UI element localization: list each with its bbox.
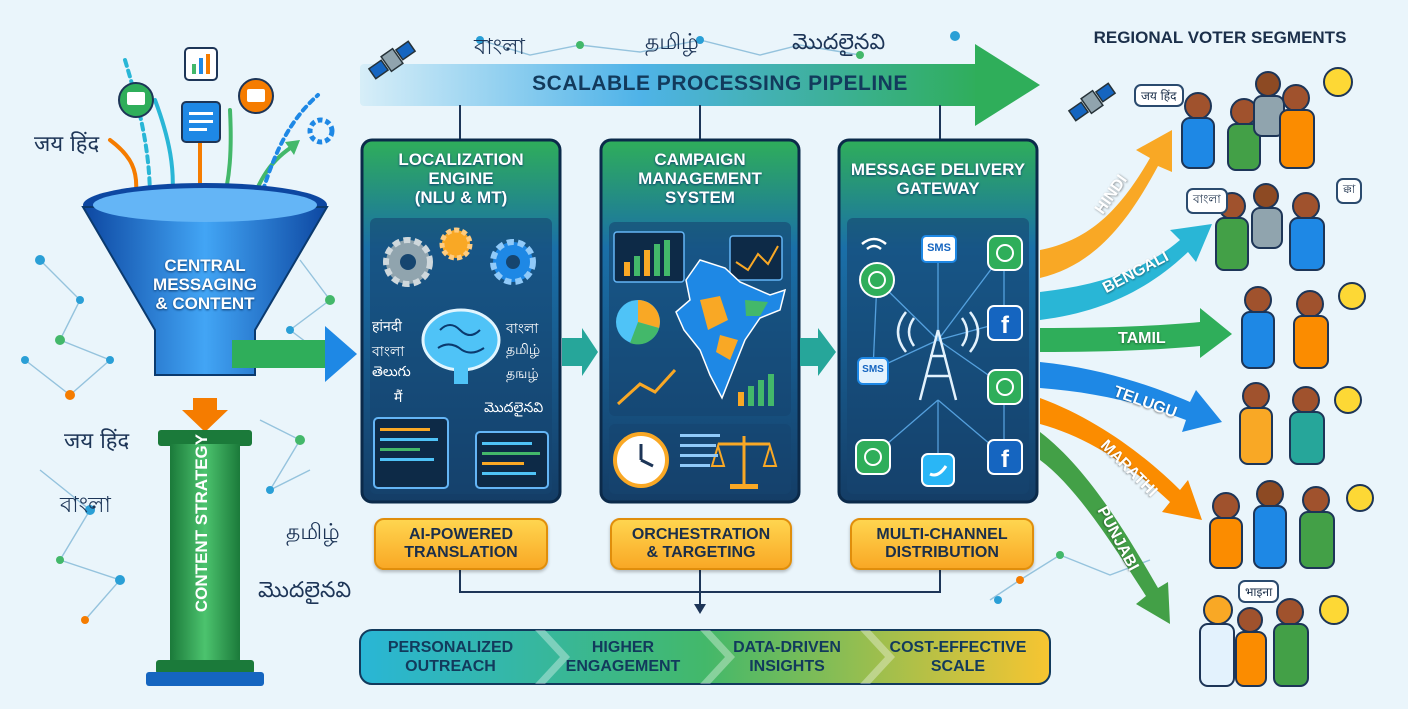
pipeline-label: SCALABLE PROCESSING PIPELINE xyxy=(532,72,908,95)
badge-orchestration: ORCHESTRATION & TARGETING xyxy=(610,518,792,570)
wifi-icon xyxy=(861,237,887,250)
panel-script: বাংলা xyxy=(372,344,405,360)
voter-group-bengali xyxy=(1215,183,1325,271)
benefit-cost-effective-scale: COST-EFFECTIVE SCALE xyxy=(889,639,1027,675)
benefit-personalized-outreach: PERSONALIZED OUTREACH xyxy=(387,639,514,675)
network-dots xyxy=(21,31,1064,624)
voter-group-telugu xyxy=(1239,382,1362,465)
script-hindi-left-mid: जय हिंद xyxy=(64,429,130,454)
pie-chart-icon xyxy=(616,300,660,345)
pipeline-arrow xyxy=(360,44,1040,126)
speech-bubble-marathi: ক্কা xyxy=(1336,178,1363,204)
code-window-icon xyxy=(373,417,549,489)
panel-script: हांनदी xyxy=(372,319,402,335)
arrow-panel1-panel2 xyxy=(562,328,598,376)
panel-script: தஙழ் xyxy=(506,366,539,382)
sms-label: SMS xyxy=(862,364,884,375)
panel-script: తెలుగు xyxy=(372,364,411,380)
panel-script: বাংলা xyxy=(506,321,539,337)
arrow-panel2-panel3 xyxy=(800,328,836,376)
panel-title-localization: LOCALIZATION ENGINE (NLU & MT) xyxy=(398,150,524,207)
script-tamil-top: தமிழ் xyxy=(645,30,699,55)
whatsapp-icon xyxy=(987,235,1023,271)
script-telugu-top: మొదలైనవి xyxy=(792,30,886,55)
speech-bubble-hindi: जय हिंद xyxy=(1134,84,1184,107)
gear-icon xyxy=(307,117,335,145)
brain-icon xyxy=(421,308,501,384)
segments-title: REGIONAL VOTER SEGMENTS xyxy=(1093,28,1347,47)
twitter-icon xyxy=(921,453,955,487)
panel-title-campaign: CAMPAIGN MANAGEMENT SYSTEM xyxy=(638,150,762,207)
gears-icon xyxy=(383,227,536,287)
whatsapp-icon xyxy=(859,262,895,298)
funnel-shape xyxy=(81,183,329,432)
badge-distribution: MULTI-CHANNEL DISTRIBUTION xyxy=(850,518,1034,570)
sms-icon xyxy=(921,235,957,263)
script-tamil-left: தமிழ் xyxy=(286,520,340,545)
bar-chart-icon xyxy=(613,231,685,283)
pillar-shape xyxy=(146,430,264,686)
script-hindi-left-top: जय हिंद xyxy=(34,132,100,157)
voter-group-hindi xyxy=(1181,67,1353,171)
speech-bubble-bangla: বাংলা xyxy=(1186,188,1228,214)
benefit-higher-engagement: HIGHER ENGAGEMENT xyxy=(565,639,681,675)
facebook-icon: f xyxy=(987,305,1023,341)
speech-bubble-punjabi: भाइना xyxy=(1238,580,1280,603)
sms-label: SMS xyxy=(927,242,951,254)
form-lines-icon xyxy=(680,434,720,467)
india-map-icon xyxy=(675,259,787,400)
panel-script: தமிழ் xyxy=(506,342,541,358)
document-icon xyxy=(181,101,221,143)
benefits-connector xyxy=(459,570,941,606)
svg-text:f: f xyxy=(1001,446,1010,473)
badge-ai-translation: AI-POWERED TRANSLATION xyxy=(374,518,548,570)
panel-script: मैं xyxy=(394,390,403,406)
satellite-icon xyxy=(1067,82,1117,122)
pipeline-connectors xyxy=(459,105,941,140)
voter-group-tamil xyxy=(1241,282,1366,369)
panel-title-gateway: MESSAGE DELIVERY GATEWAY xyxy=(850,160,1026,198)
panel-script: మొదలైనవి xyxy=(484,400,544,416)
script-bangla-left: বাংলা xyxy=(60,493,111,518)
pillar-label: CONTENT STRATEGY xyxy=(192,433,211,613)
growth-chart-icon xyxy=(616,368,774,406)
funnel-label: CENTRAL MESSAGING & CONTENT xyxy=(153,256,257,313)
line-chart-icon xyxy=(729,235,783,281)
voter-group-marathi xyxy=(1209,480,1374,569)
chart-icon xyxy=(184,47,218,81)
benefit-data-driven-insights: DATA-DRIVEN INSIGHTS xyxy=(733,639,841,675)
satellite-icon xyxy=(367,40,417,80)
script-bangla-top: বাংলা xyxy=(474,35,525,60)
clock-icon xyxy=(613,432,669,488)
cell-tower-icon xyxy=(896,311,980,401)
benefits-bar-shape xyxy=(359,629,1051,685)
svg-text:f: f xyxy=(1001,312,1010,339)
facebook-icon: f xyxy=(987,439,1023,475)
script-telugu-left: మొదలైనవి xyxy=(258,578,352,603)
whatsapp-icon xyxy=(855,439,891,475)
language-label-tamil: TAMIL xyxy=(1118,330,1166,347)
whatsapp-icon xyxy=(987,369,1023,405)
chat-icon xyxy=(118,82,154,118)
language-arrows xyxy=(1040,130,1232,624)
voter-group-punjabi xyxy=(1199,595,1349,687)
arrow-to-localization xyxy=(232,326,357,382)
sms-icon xyxy=(857,357,889,385)
message-icon xyxy=(238,78,274,114)
